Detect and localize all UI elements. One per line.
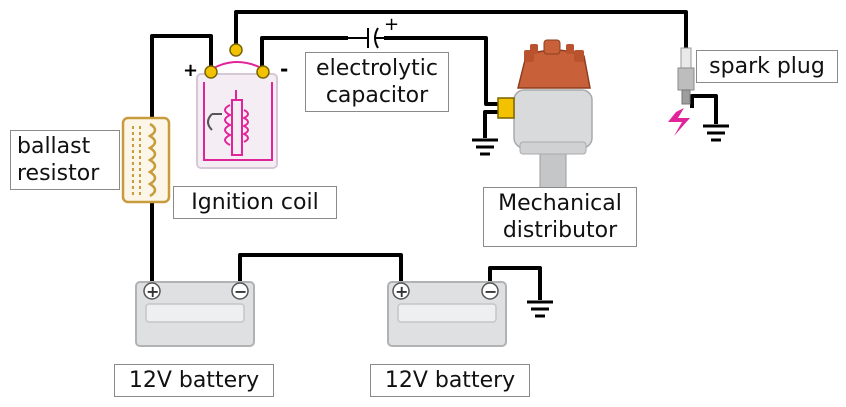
- wire-coil-to-spark-plug: [234, 10, 688, 48]
- spark-icon: [668, 108, 690, 136]
- battery-1-minus-sign: −: [234, 282, 247, 301]
- distributor-terminal: [497, 97, 515, 119]
- distributor-symbol: [497, 39, 593, 201]
- wire-coil-plus-to-ballast: [150, 34, 213, 120]
- ballast-resistor-symbol: [121, 116, 171, 204]
- wire-battery2-to-ground: [488, 266, 542, 300]
- wire-distributor-to-ground: [483, 110, 500, 138]
- label-electrolytic-capacitor: electrolytic capacitor: [305, 52, 449, 112]
- ignition-coil-symbol: [196, 43, 278, 169]
- spark-plug-symbol: [668, 47, 695, 136]
- battery-1-minus-terminal: [231, 282, 249, 300]
- wire-coil-minus-to-capacitor: [260, 36, 348, 70]
- coil-plus-terminal: [204, 65, 218, 79]
- battery-1-symbol: [135, 281, 255, 347]
- label-ballast-resistor: ballast resistor: [10, 130, 120, 190]
- battery-1-plus-sign: +: [146, 282, 159, 301]
- battery-2-minus-terminal: [481, 282, 499, 300]
- wire-capacitor-to-distributor: [384, 36, 498, 106]
- battery-1-plus-terminal: [143, 282, 161, 300]
- capacitor-plus-sign: +: [384, 14, 399, 35]
- label-mechanical-distributor: Mechanical distributor: [483, 187, 637, 247]
- label-ignition-coil: Ignition coil: [173, 186, 337, 219]
- wires: [150, 10, 718, 300]
- coil-minus-sign: -: [280, 57, 288, 81]
- ground-symbol-distributor: [472, 138, 498, 156]
- battery-2-minus-sign: −: [484, 282, 497, 301]
- battery-2-symbol: [387, 281, 507, 347]
- wire-battery-series-link: [238, 253, 403, 282]
- label-spark-plug: spark plug: [696, 50, 838, 83]
- coil-center-terminal: [229, 43, 243, 57]
- label-battery-1: 12V battery: [114, 364, 274, 397]
- capacitor-symbol: [348, 27, 386, 49]
- label-battery-2: 12V battery: [370, 364, 530, 397]
- battery-2-plus-sign: +: [395, 282, 408, 301]
- battery-2-plus-terminal: [392, 282, 410, 300]
- ground-symbol-battery: [527, 300, 553, 318]
- coil-plus-sign: +: [183, 60, 198, 81]
- coil-minus-terminal: [256, 65, 270, 79]
- wire-spark-to-ground: [690, 94, 718, 124]
- ground-symbol-spark-plug: [703, 124, 729, 142]
